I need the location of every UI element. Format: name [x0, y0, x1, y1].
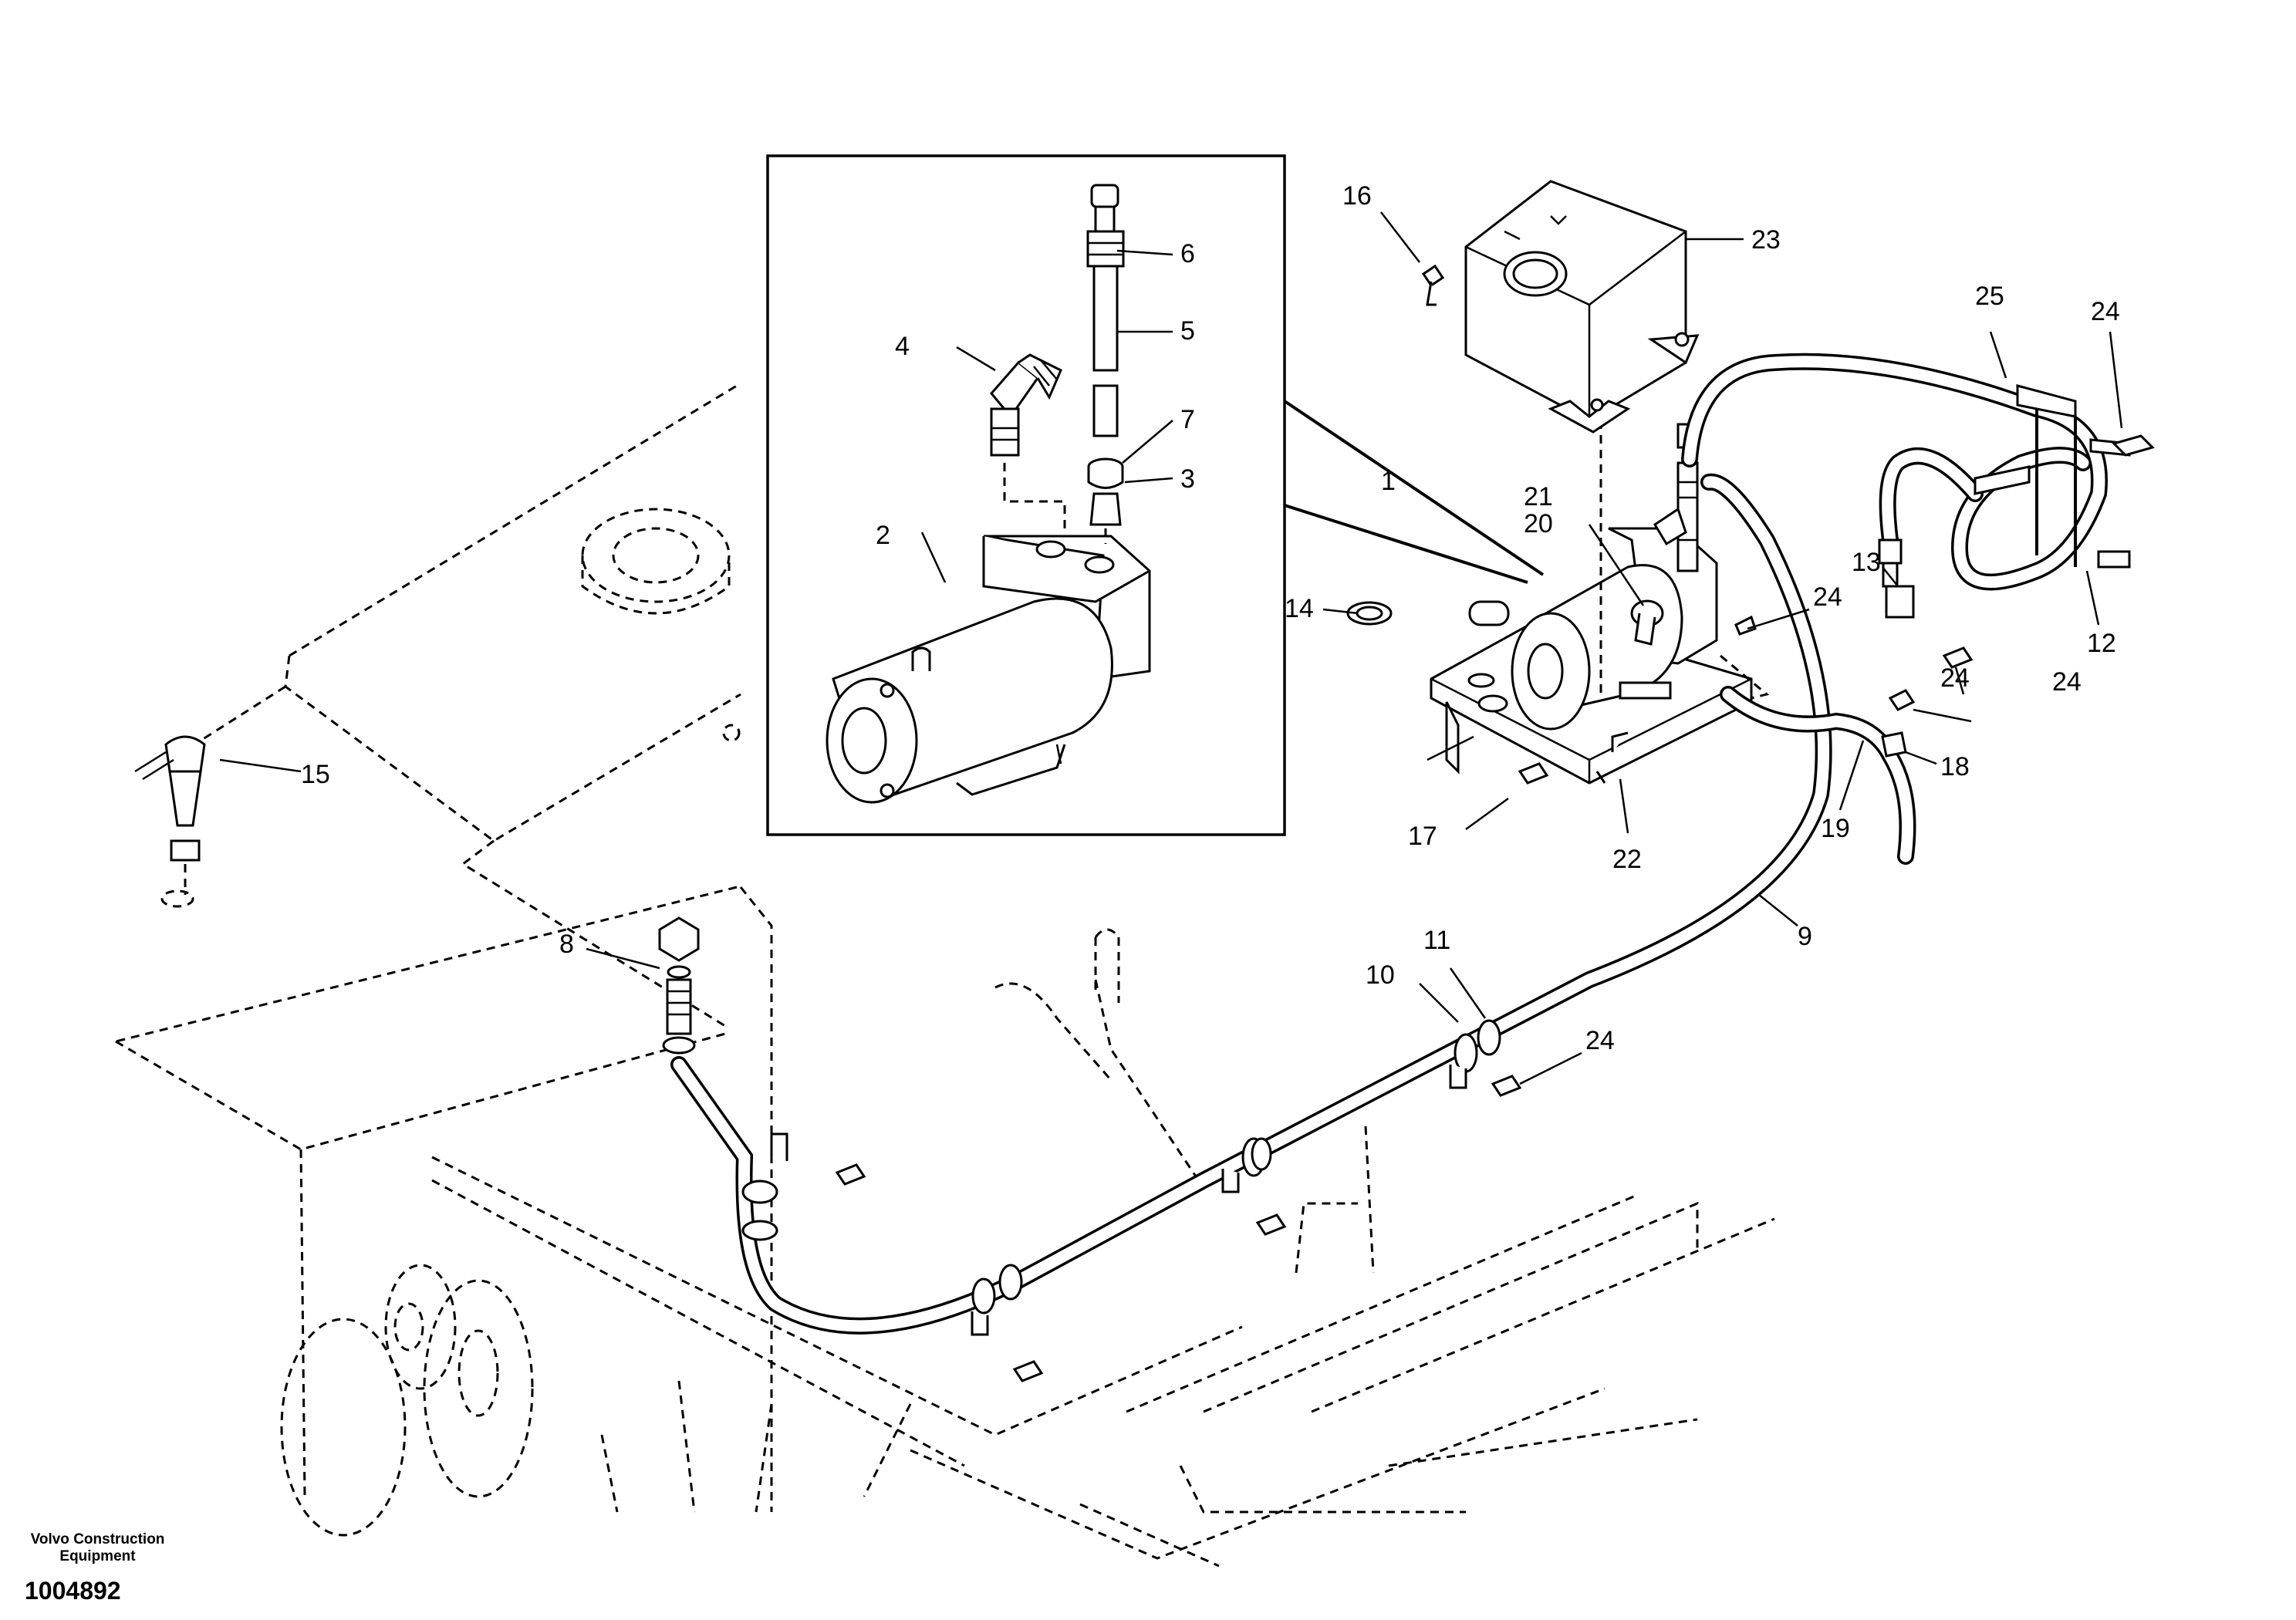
callout-12: 12 [2087, 629, 2116, 658]
drain-hose [1720, 686, 1916, 865]
callout-1: 1 [1381, 467, 1396, 496]
callout-24-right-top: 24 [2091, 297, 2120, 326]
callout-18: 18 [1940, 752, 1970, 781]
misc-small-parts [1346, 585, 1915, 626]
callout-20: 20 [1524, 509, 1553, 538]
callout-24-right: 24 [1940, 663, 1970, 693]
level-sensor-15 [134, 735, 206, 895]
callout-14: 14 [1285, 594, 1314, 623]
callout-3: 3 [1180, 464, 1195, 494]
callout-13: 13 [1852, 548, 1881, 577]
callout-4: 4 [895, 332, 910, 361]
callout-10: 10 [1366, 960, 1395, 990]
publisher-name: Volvo Construction Equipment [19, 1531, 177, 1565]
callout-22: 22 [1612, 845, 1642, 874]
bolts [835, 434, 2155, 1382]
callout-9: 9 [1798, 922, 1812, 951]
main-hose [670, 473, 1832, 1335]
machine-frame-outline [115, 384, 1775, 1568]
hose-clamps [741, 1019, 1501, 1336]
callout-21: 21 [1524, 482, 1553, 511]
leader-lines [219, 211, 2123, 1085]
callout-15: 15 [301, 760, 330, 789]
callout-5: 5 [1180, 316, 1195, 346]
callout-24-far-right: 24 [2052, 667, 2082, 697]
controller-box [1421, 180, 1700, 434]
inset-fittings [990, 184, 1125, 544]
callout-24-lower: 24 [1585, 1026, 1615, 1055]
callout-25: 25 [1975, 282, 2004, 311]
callout-6: 6 [1180, 239, 1195, 268]
callout-2: 2 [876, 521, 890, 550]
callout-11: 11 [1423, 926, 1450, 955]
callout-16: 16 [1342, 181, 1372, 211]
callout-17: 17 [1408, 822, 1437, 851]
callout-8: 8 [559, 930, 574, 959]
callout-19: 19 [1821, 814, 1850, 843]
publisher-line-2: Equipment [59, 1548, 136, 1564]
document-number: 1004892 [25, 1577, 121, 1605]
callout-7: 7 [1180, 405, 1195, 434]
fitting-assembly-8 [658, 916, 700, 1055]
callout-24-center: 24 [1813, 582, 1842, 612]
callout-labels: 1 2 3 4 5 6 7 8 9 10 11 12 13 14 15 16 1… [301, 181, 2120, 1055]
inset-pump-motor [826, 535, 1151, 804]
callout-23: 23 [1751, 225, 1781, 255]
publisher-line-1: Volvo Construction [30, 1531, 165, 1547]
